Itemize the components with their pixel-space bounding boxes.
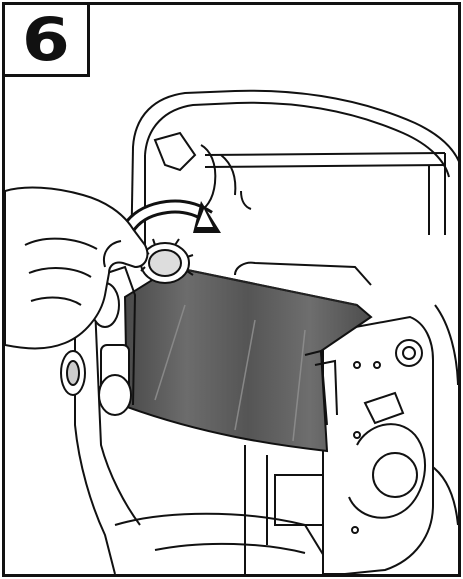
ribbon-sheet: [123, 265, 373, 453]
printer-lid: [130, 89, 458, 266]
hand-illustration: [5, 186, 149, 350]
step-number-box: 6: [5, 5, 90, 77]
left-bracket: [100, 265, 338, 426]
side-frame: [322, 315, 434, 574]
take-up-gear: [60, 238, 194, 416]
printer-illustration: [5, 89, 458, 574]
step-number: 6: [21, 4, 71, 75]
